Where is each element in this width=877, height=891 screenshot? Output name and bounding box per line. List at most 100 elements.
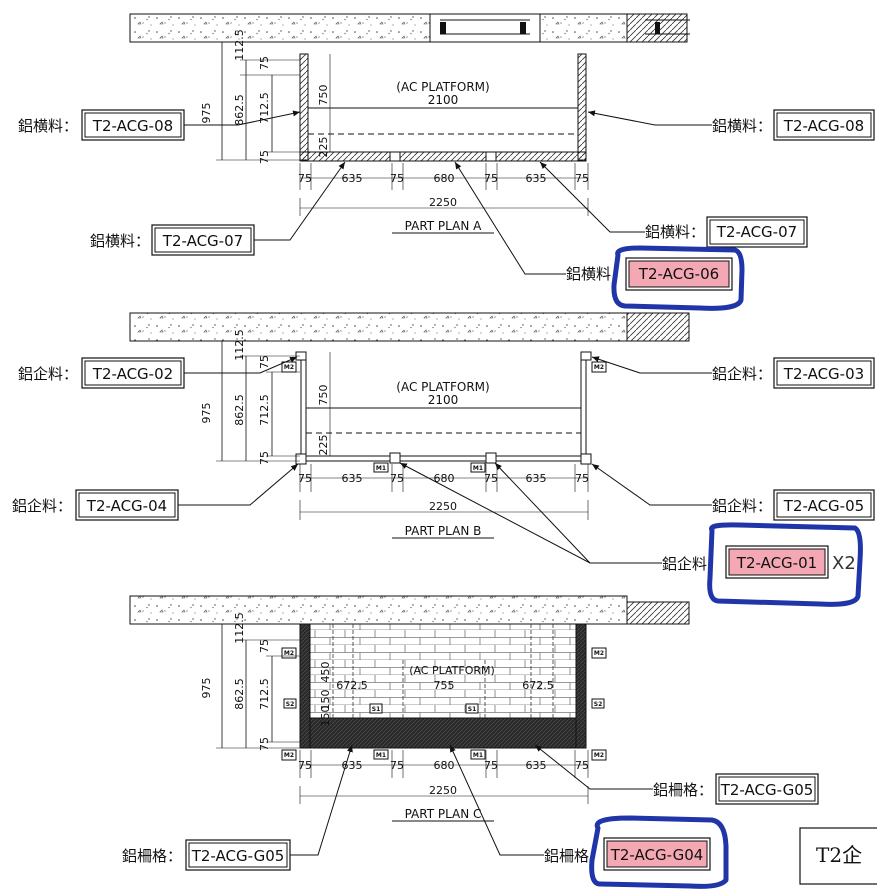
- right-post: [577, 53, 587, 161]
- tag-s2: S2: [594, 701, 603, 708]
- callout-code: T2-ACG-G05: [720, 781, 814, 799]
- corner-note-box: [799, 827, 877, 885]
- tag-s1: S1: [372, 706, 381, 713]
- dim-bottom-680: 680: [434, 472, 455, 485]
- callout-label: 鋁柵格: [544, 847, 589, 865]
- right-post: [580, 351, 587, 461]
- dim-975: 975: [200, 403, 213, 424]
- dim-bottom-75d: 75: [575, 172, 589, 185]
- dim-450: 450: [319, 662, 332, 683]
- bottom-rail: [300, 455, 587, 462]
- callout-label: 鋁企料：: [18, 365, 78, 383]
- bottom-rail: [299, 151, 587, 162]
- plan-title: PART PLAN A: [405, 219, 482, 233]
- tag-m2: M2: [284, 364, 294, 371]
- dim-bottom-75d: 75: [575, 472, 589, 485]
- dim-bottom-75a: 75: [298, 472, 312, 485]
- dim-750: 750: [317, 85, 330, 106]
- dim-bottom-75a: 75: [298, 172, 312, 185]
- tag-s1: S1: [468, 706, 477, 713]
- dim-75-bottom: 75: [258, 150, 271, 164]
- slab: [129, 13, 628, 43]
- plan-b: M2 M2 M1 M1 (AC PLATFORM) 2100 975 112.5…: [12, 312, 875, 607]
- callout-code: T2-ACG-06: [638, 265, 719, 283]
- grille-dark-band: [307, 717, 579, 749]
- slab: [129, 312, 628, 342]
- callout-label: 鋁企料：: [12, 497, 72, 515]
- slab-end: [626, 312, 690, 342]
- dim-bottom-75b: 75: [390, 472, 404, 485]
- callout-label: 鋁横料：: [645, 223, 705, 241]
- callout-code: T2-ACG-03: [783, 365, 864, 383]
- callout-code: T2-ACG-08: [92, 117, 173, 135]
- tag-m1: M1: [473, 465, 483, 472]
- slab-end: [626, 601, 690, 625]
- callout-label: 鋁横料：: [90, 232, 150, 250]
- callout-code: T2-ACG-08: [783, 117, 864, 135]
- callout-label: 鋁企料：: [712, 365, 772, 383]
- tag-s2: S2: [286, 701, 295, 708]
- dim-150a: 150: [319, 690, 332, 711]
- dim-862-5: 862.5: [233, 94, 246, 126]
- inner-dim: 672.5: [522, 679, 554, 692]
- dim-862-5: 862.5: [233, 394, 246, 426]
- inner-dim: 755: [434, 679, 455, 692]
- tag-m1: M1: [376, 752, 386, 759]
- plan-c: (AC PLATFORM) 672.5 755 672.5 M2 M2 M2 M…: [122, 595, 877, 889]
- dim-bottom-75b: 75: [390, 172, 404, 185]
- callout-code: T2-ACG-07: [162, 232, 243, 250]
- callout-label: 鋁横料：: [712, 117, 772, 135]
- dim-total: 2250: [429, 500, 457, 513]
- dim-225: 225: [317, 137, 330, 158]
- callout-label: 鋁横料: [566, 265, 611, 283]
- tag-m1: M1: [473, 752, 483, 759]
- callout-code: T2-ACG-G04: [610, 846, 704, 864]
- dim-bottom-75a: 75: [298, 759, 312, 772]
- tag-m2: M2: [284, 650, 294, 657]
- tag-m1: M1: [376, 465, 386, 472]
- callout-code: T2-ACG-G05: [191, 847, 285, 865]
- left-post: [300, 351, 307, 461]
- right-post: [575, 623, 587, 749]
- dim-bottom-635b: 635: [526, 172, 547, 185]
- dim-total: 2250: [429, 784, 457, 797]
- dim-712-5: 712.5: [258, 394, 271, 426]
- tag-m2: M2: [594, 650, 604, 657]
- dim-bottom-75c: 75: [484, 759, 498, 772]
- dim-225: 225: [317, 435, 330, 456]
- dim-712-5: 712.5: [258, 92, 271, 124]
- highlight-outline: [589, 815, 729, 889]
- dim-bottom-635a: 635: [342, 172, 363, 185]
- callout-code: T2-ACG-02: [92, 365, 173, 383]
- tag-m2: M2: [594, 364, 604, 371]
- slab: [129, 595, 628, 625]
- callout-code: T2-ACG-01: [736, 554, 817, 572]
- callout-label: 鋁企料: [662, 555, 707, 573]
- dim-75-top: 75: [258, 639, 271, 653]
- quantity-suffix: X2: [832, 553, 856, 574]
- dim-bottom-680: 680: [434, 759, 455, 772]
- dim-bottom-635b: 635: [526, 759, 547, 772]
- dim-975: 975: [200, 678, 213, 699]
- callout-code: T2-ACG-07: [716, 223, 797, 241]
- dim-75-bottom: 75: [258, 737, 271, 751]
- dim-bottom-75b: 75: [390, 759, 404, 772]
- dim-bottom-635b: 635: [526, 472, 547, 485]
- callout-label: 鋁柵格：: [122, 847, 182, 865]
- tag-m2: M2: [284, 752, 294, 759]
- left-post: [299, 623, 311, 749]
- dim-112-5: 112.5: [233, 29, 246, 61]
- dim-975: 975: [200, 103, 213, 124]
- callout-label: 鋁企料：: [712, 497, 772, 515]
- dim-75-bottom: 75: [258, 451, 271, 465]
- plan-a: (AC PLATFORM) 2100 975 112.5 862.5 75 71…: [18, 13, 875, 311]
- dim-112-5: 112.5: [233, 329, 246, 361]
- dim-bottom-75c: 75: [484, 172, 498, 185]
- platform-label: (AC PLATFORM): [396, 380, 489, 394]
- plan-title: PART PLAN C: [405, 807, 482, 821]
- callout-label: 鋁横料：: [18, 117, 78, 135]
- highlight-outline: [707, 522, 863, 607]
- highlight-outline: [611, 245, 745, 311]
- corner-note: T2企: [816, 843, 862, 867]
